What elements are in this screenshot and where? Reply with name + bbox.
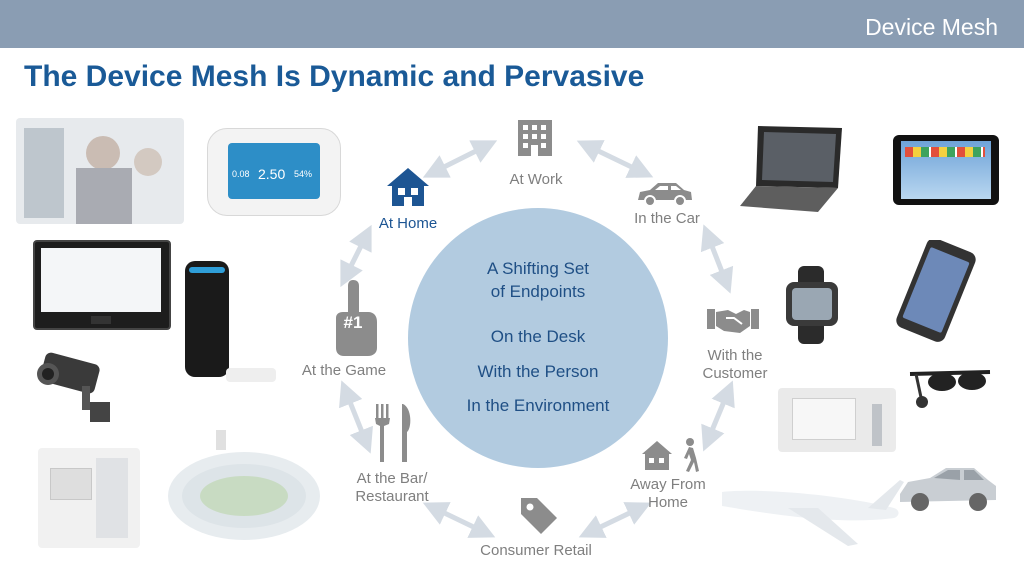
tablet-photo [893,135,999,205]
game-badge-text: #1 [343,313,363,332]
arrow-bar-game [339,380,373,454]
house-walking-person-icon [642,438,699,472]
section-label: Device Mesh [865,14,998,40]
node-label-in-the-car: In the Car [634,210,700,227]
slide-title: The Device Mesh Is Dynamic and Pervasive [24,60,645,93]
smart-glasses-photo [909,370,991,408]
center-item-environment: In the Environment [466,396,610,415]
flat-tv-photo [33,240,171,330]
smartwatch-photo [786,266,838,344]
house-icon [387,168,429,206]
center-heading-line1: A Shifting Set [486,259,590,278]
node-label-at-home: At Home [378,215,438,232]
arrow-work-car [576,140,654,178]
smartphone-photo [896,240,976,342]
center-item-person: With the Person [477,362,599,381]
node-label-with-the-customer-line2: Customer [702,365,768,382]
airplane-photo [722,480,904,546]
thermostat-right-value: 54% [294,169,313,179]
foam-finger-icon [336,280,377,356]
center-item-desk: On the Desk [490,327,586,346]
arrow-home-work [422,140,498,178]
arrow-retail-bar [422,502,496,538]
price-tag-icon [521,498,557,534]
office-room-photo [38,448,140,548]
header-bar: Device Mesh [0,0,1024,48]
smart-thermostat-photo: 0.08 2.50 54% [207,128,341,216]
node-label-consumer-retail: Consumer Retail [480,542,592,559]
car-icon [638,183,692,207]
thermostat-center-value: 2.50 [258,166,286,182]
center-heading-line2: of Endpoints [490,282,586,301]
node-label-bar-line2: Restaurant [355,488,429,505]
arrow-game-home [340,224,372,288]
node-label-at-the-game: At the Game [301,362,387,379]
handshake-icon [707,309,759,333]
arrow-customer-away [701,380,735,452]
speaker-base-photo [226,368,276,382]
security-camera-photo [37,352,110,422]
smart-speaker-photo [185,261,229,377]
people-kiosk-photo [16,118,184,224]
presentation-screen-photo [778,388,896,452]
arrow-car-customer [700,224,734,294]
office-building-icon [518,120,552,156]
node-label-bar-line1: At the Bar/ [356,470,428,487]
stadium-photo [168,430,320,540]
thermostat-left-value: 0.08 [232,169,250,179]
node-label-with-the-customer-line1: With the [707,347,763,364]
node-label-away-line2: Home [647,494,688,511]
laptop-photo [740,126,842,212]
center-circle [408,208,668,468]
arrow-away-retail [578,502,652,538]
node-label-away-line1: Away From [630,476,706,493]
fork-knife-icon [375,404,411,462]
node-label-at-work: At Work [509,171,563,188]
car-photo [900,468,996,511]
